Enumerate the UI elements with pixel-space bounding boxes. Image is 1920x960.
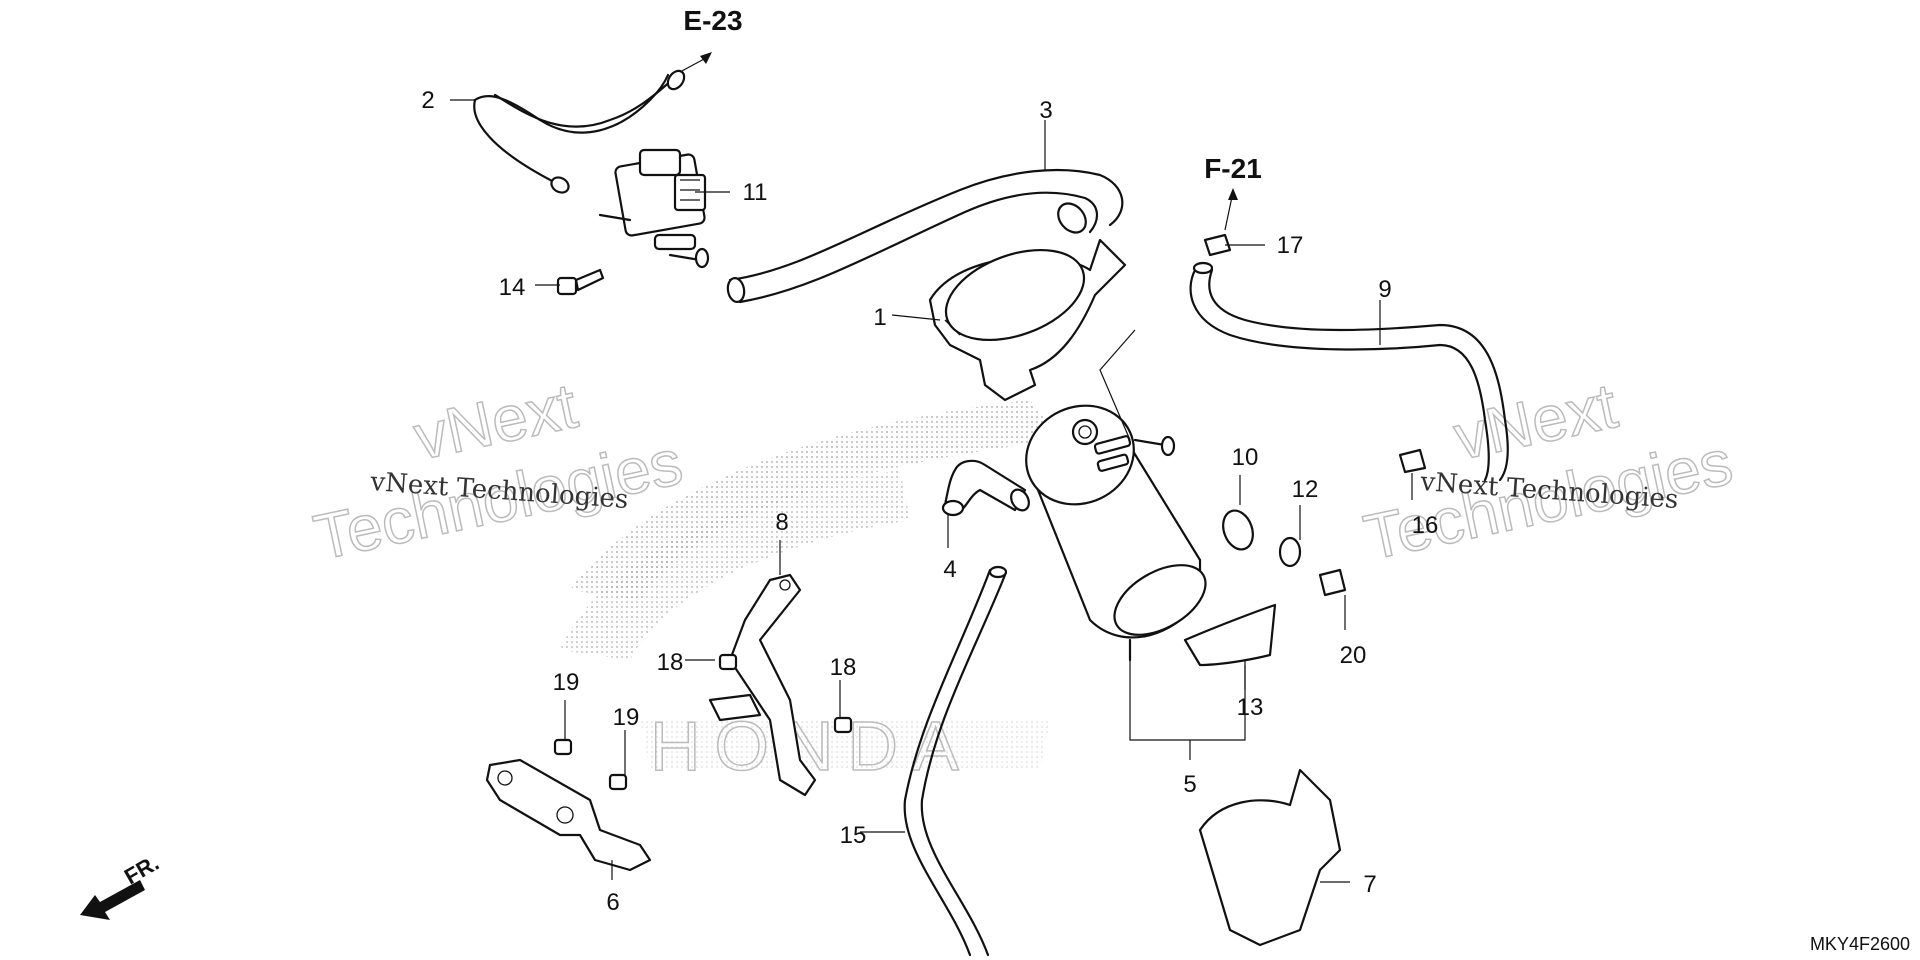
callout-2: 2: [421, 87, 434, 114]
callout-17: 17: [1277, 232, 1304, 259]
part-6-bracket: [485, 758, 652, 872]
part-14-bolt: [556, 268, 605, 296]
callout-4: 4: [943, 556, 956, 583]
reference-arrows: [700, 52, 1238, 200]
callout-11: 11: [743, 179, 768, 206]
callout-1: 1: [873, 304, 886, 331]
callout-5: 5: [1183, 771, 1196, 798]
fr-label: FR.: [120, 850, 163, 889]
bolts: [553, 653, 853, 791]
leader-lines: [450, 57, 1413, 883]
callout-20: 20: [1340, 642, 1367, 669]
bolt-18-right: [833, 716, 853, 734]
part-5-evap-canister: [1025, 404, 1207, 662]
callout-8: 8: [775, 509, 788, 536]
callout-18-right: 18: [830, 654, 857, 681]
callout-3: 3: [1039, 97, 1052, 124]
clip-16: [1398, 448, 1427, 474]
part-12-collar: [1278, 536, 1302, 568]
fr-arrow-icon: [80, 880, 145, 920]
callout-14: 14: [499, 274, 526, 301]
ref-label-f-21: F-21: [1204, 153, 1262, 184]
callout-16: 16: [1412, 512, 1439, 539]
bolt-19-right: [608, 773, 628, 791]
callout-18-left: 18: [657, 649, 684, 676]
part-9-hose: [1189, 261, 1509, 482]
part-7-cover: [1198, 768, 1342, 947]
mounting-hardware: [1222, 509, 1347, 597]
clip-17: [1203, 233, 1232, 257]
part-20-bolt: [1318, 568, 1347, 597]
callout-6: 6: [606, 889, 619, 916]
callout-7: 7: [1363, 871, 1376, 898]
callout-19-left: 19: [553, 669, 580, 696]
background-logo-text: HONDA: [650, 707, 973, 785]
ref-label-e-23: E-23: [683, 5, 742, 36]
callout-19-right: 19: [613, 704, 640, 731]
part-10-grommet: [1222, 509, 1254, 551]
clips: [1203, 233, 1427, 474]
watermark-right: vNext Technologies vNext Technologies: [1357, 368, 1739, 574]
bolt-19-left: [553, 738, 573, 756]
callout-15: 15: [840, 822, 867, 849]
background-wing-logo: HONDA: [560, 400, 1060, 786]
diagram-code: MKY4F2600: [1810, 934, 1910, 954]
front-direction-indicator: FR.: [80, 850, 163, 920]
part-2-hose: [473, 69, 686, 194]
part-4-elbow-hose: [941, 459, 1030, 517]
callout-10: 10: [1232, 444, 1259, 471]
callout-9: 9: [1378, 276, 1391, 303]
part-13-pad: [1183, 603, 1277, 667]
callout-12: 12: [1292, 476, 1319, 503]
callout-13: 13: [1237, 694, 1264, 721]
part-1-canister-bracket: [928, 238, 1127, 402]
bolt-18-left: [718, 653, 738, 671]
part-15-drain-hose: [903, 565, 1008, 957]
part-3-hose: [726, 168, 1124, 304]
part-11-purge-control-valve: [598, 148, 710, 269]
